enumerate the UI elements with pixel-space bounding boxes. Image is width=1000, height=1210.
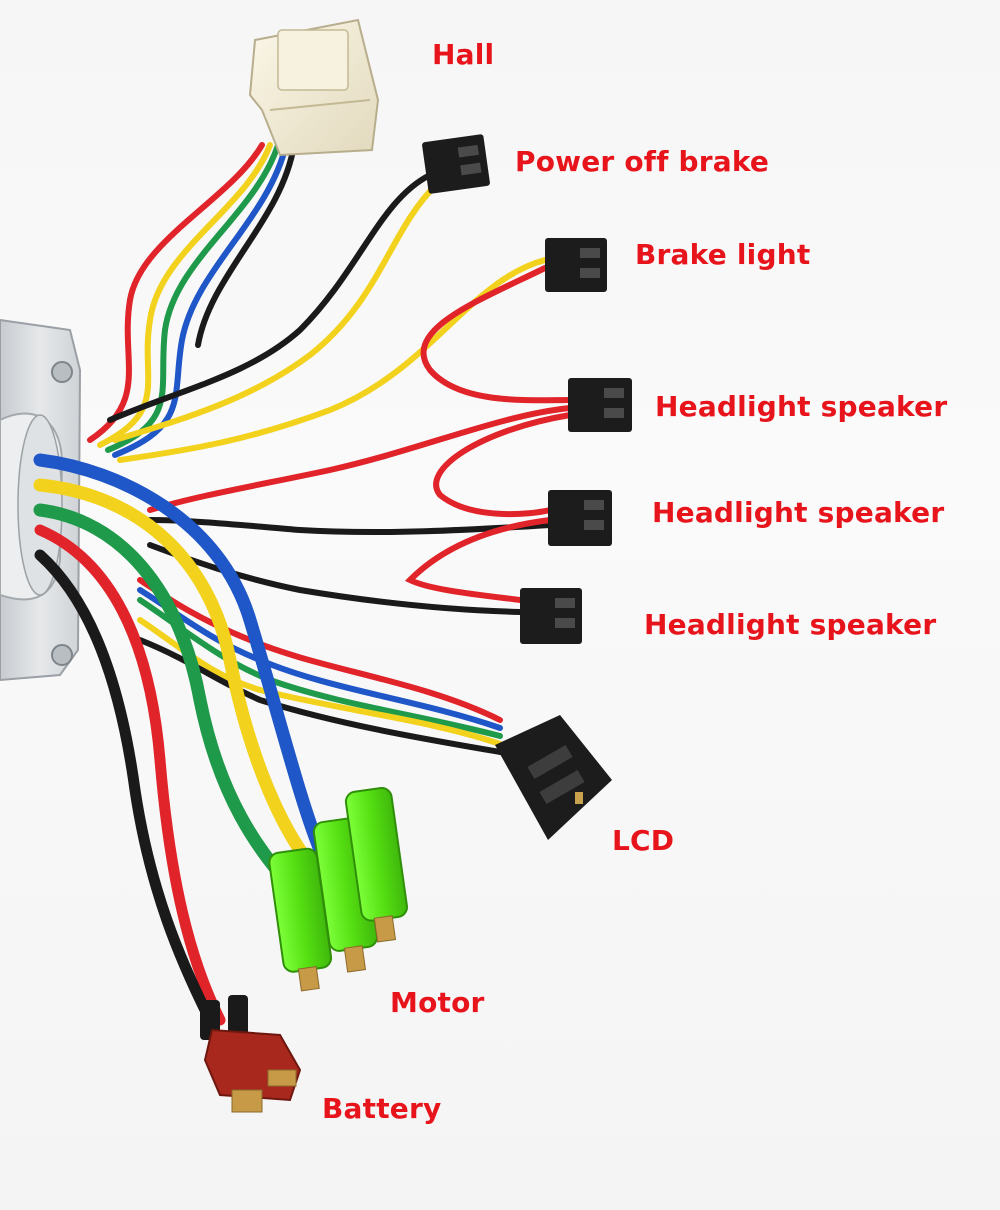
headlight-speaker-connector-1: [568, 378, 632, 432]
controller-housing: [0, 318, 82, 682]
brake-light-wires: [117, 257, 573, 463]
hall-wires: [87, 142, 297, 458]
battery-wires: [34, 524, 226, 1026]
label-lcd: LCD: [612, 824, 675, 857]
label-power-off-brake: Power off brake: [515, 145, 770, 178]
headlight-speaker-wires: [147, 405, 573, 615]
power-off-brake-connector: [422, 134, 490, 194]
power-off-brake-wires: [107, 172, 439, 443]
label-headlight-speaker-3: Headlight speaker: [644, 608, 937, 641]
label-battery: Battery: [322, 1092, 442, 1125]
label-hall: Hall: [432, 38, 495, 71]
headlight-speaker-connector-2: [548, 490, 612, 546]
headlight-speaker-connector-3: [520, 588, 582, 644]
label-headlight-speaker-2: Headlight speaker: [652, 496, 945, 529]
brake-light-connector: [545, 238, 607, 292]
hall-connector: [248, 18, 380, 157]
label-motor: Motor: [390, 986, 485, 1019]
motor-connectors: [268, 787, 408, 992]
label-headlight-speaker-1: Headlight speaker: [655, 390, 948, 423]
battery-connector: [200, 995, 302, 1113]
label-brake-light: Brake light: [635, 238, 811, 271]
lcd-connector: [495, 715, 612, 840]
motor-phase-wires: [33, 453, 327, 887]
